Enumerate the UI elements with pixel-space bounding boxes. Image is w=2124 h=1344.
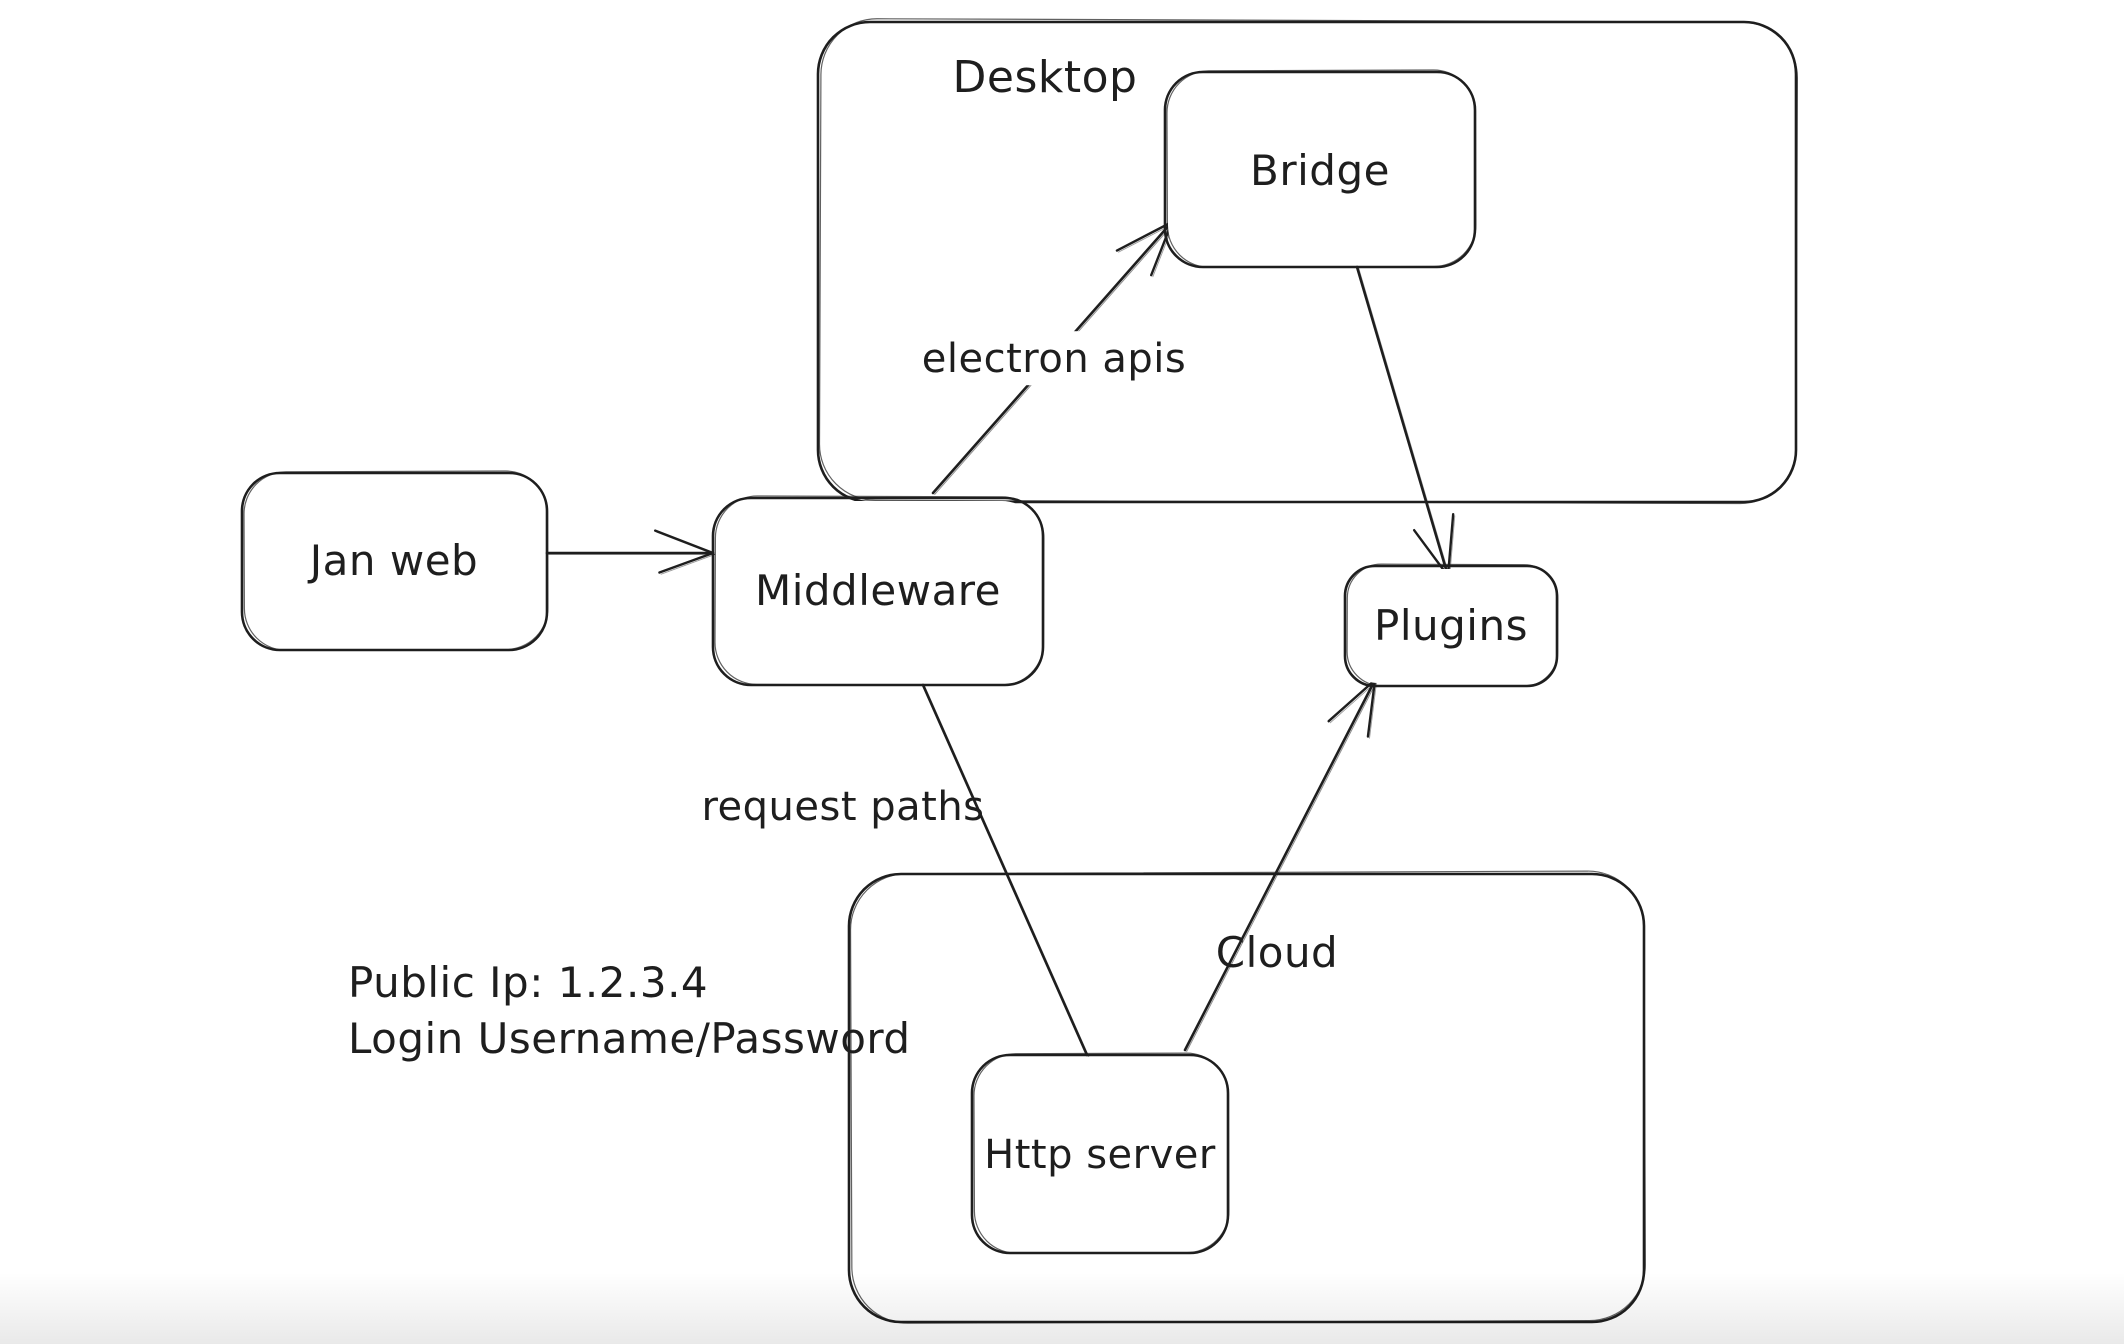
edge-httpserver-to-plugins-arrowhead-sketch1: [1369, 681, 1378, 739]
edge-middleware-to-httpserver-line-sketch: [924, 685, 1090, 1057]
node-httpserver-outline-sketch: [973, 1052, 1230, 1254]
edge-httpserver-to-plugins-arrowhead-barb0: [1327, 678, 1377, 723]
note-public-ip-note-line1: Login Username/Password: [348, 1014, 911, 1063]
node-janweb-fill: [245, 476, 544, 647]
edge-middleware-to-bridge[interactable]: electron apis: [895, 220, 1213, 495]
node-plugins-fill: [1348, 569, 1554, 683]
edge-label-middleware-to-bridge-bg: [895, 331, 1213, 386]
node-janweb-outline-sketch: [243, 470, 549, 651]
node-bridge-label: Bridge: [1250, 146, 1390, 195]
edge-httpserver-to-plugins-line[interactable]: [1183, 678, 1377, 1052]
node-janweb-label: Jan web: [307, 536, 478, 585]
edge-janweb-to-middleware-arrowhead-sketch0: [656, 531, 716, 556]
edge-httpserver-to-plugins-arrowhead-sketch0: [1329, 681, 1378, 724]
node-bridge-outline-sketch: [1166, 69, 1477, 268]
container-desktop-outline-sketch: [818, 18, 1799, 505]
node-middleware-fill: [716, 501, 1040, 682]
node-middleware-outline-sketch: [714, 495, 1045, 686]
edge-label-middleware-to-httpserver: request paths: [701, 784, 984, 830]
edge-janweb-to-middleware-arrowhead-barb1: [658, 551, 715, 574]
node-plugins-label: Plugins: [1374, 601, 1528, 650]
edge-bridge-to-plugins-arrowhead-barb1: [1412, 528, 1450, 578]
edge-janweb-to-middleware[interactable]: [545, 529, 716, 575]
container-desktop-label: Desktop: [953, 52, 1138, 103]
node-httpserver-fill: [975, 1058, 1225, 1250]
node-plugins[interactable]: Plugins: [1343, 563, 1559, 688]
edge-httpserver-to-plugins-line-sketch: [1186, 680, 1378, 1052]
node-middleware-label: Middleware: [755, 566, 1001, 615]
edge-middleware-to-bridge-arrowhead-barb0: [1115, 220, 1174, 252]
edge-bridge-to-plugins-arrowhead-sketch0: [1449, 515, 1456, 579]
node-bridge[interactable]: Bridge: [1163, 69, 1477, 269]
note-public-ip-note-line0: Public Ip: 1.2.3.4: [348, 958, 708, 1007]
edge-httpserver-to-plugins-arrowhead-barb1: [1366, 678, 1377, 738]
container-cloud[interactable]: Cloud: [847, 870, 1646, 1324]
edge-label-middleware-to-bridge: electron apis: [922, 336, 1186, 382]
edge-bridge-to-plugins-line[interactable]: [1355, 265, 1450, 578]
edge-middleware-to-httpserver-line[interactable]: [921, 683, 1089, 1057]
node-bridge-fill: [1168, 75, 1472, 264]
edge-middleware-to-httpserver[interactable]: request paths: [701, 683, 1090, 1057]
container-cloud-outline-sketch: [849, 870, 1646, 1324]
edge-janweb-to-middleware-arrowhead-barb0: [653, 529, 715, 555]
node-plugins-outline-sketch: [1346, 563, 1559, 687]
node-middleware[interactable]: Middleware: [711, 495, 1045, 687]
edge-bridge-to-plugins[interactable]: [1355, 265, 1456, 579]
node-httpserver[interactable]: Http server: [970, 1052, 1230, 1255]
edge-bridge-to-plugins-line-sketch: [1358, 267, 1451, 578]
edge-janweb-to-middleware-arrowhead-sketch1: [660, 554, 716, 575]
node-janweb[interactable]: Jan web: [240, 470, 549, 652]
container-desktop[interactable]: Desktop: [816, 18, 1799, 505]
node-httpserver-label: Http server: [984, 1132, 1216, 1178]
edge-httpserver-to-plugins[interactable]: [1183, 678, 1378, 1052]
